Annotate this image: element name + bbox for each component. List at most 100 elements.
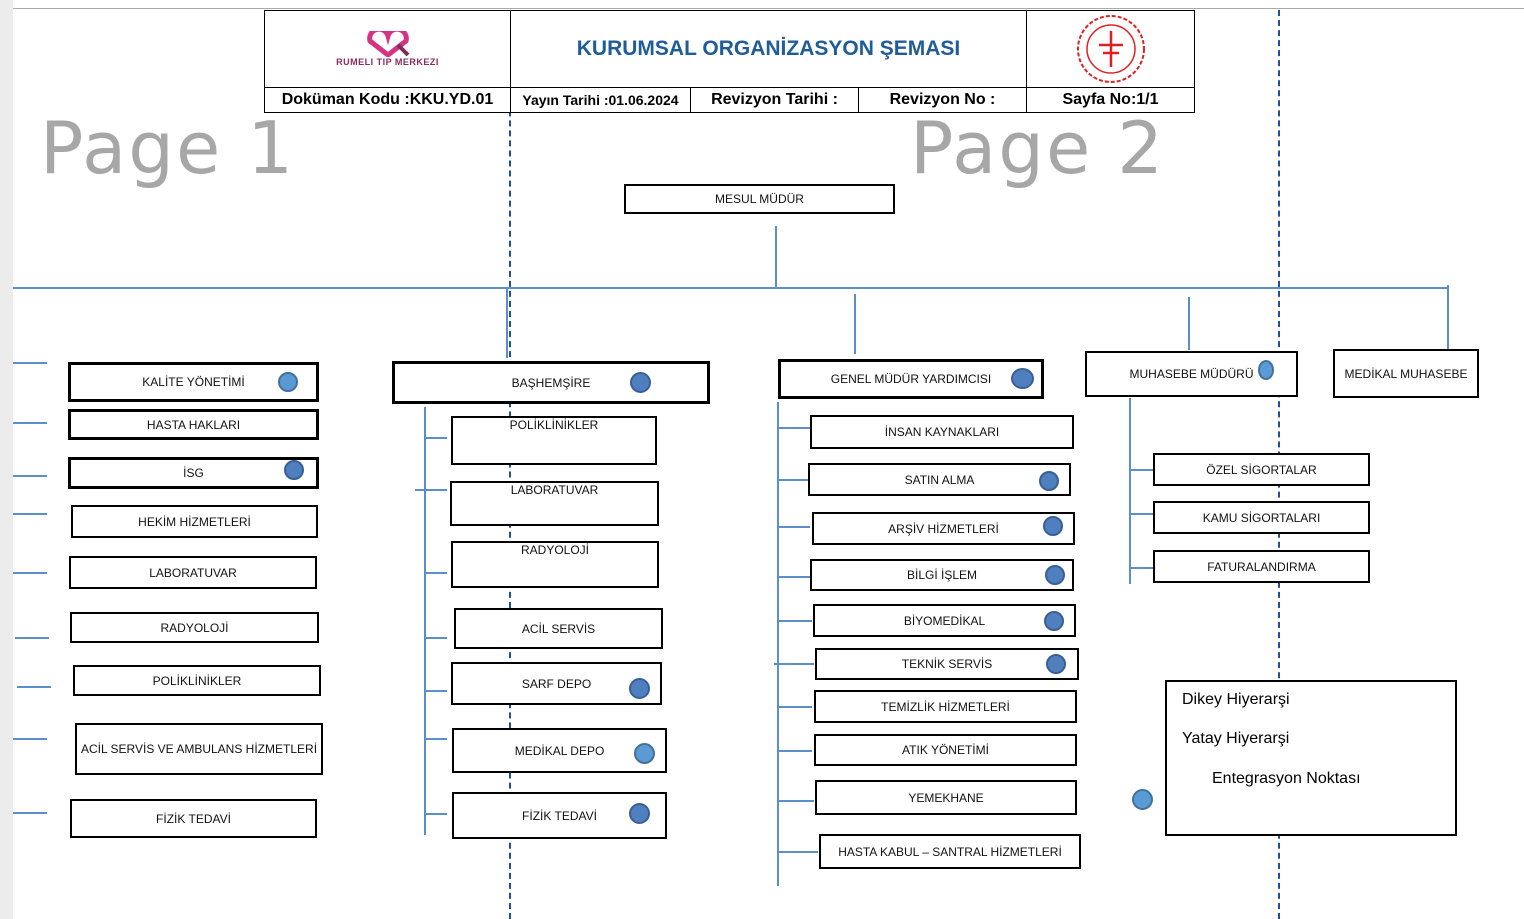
- connector: [17, 686, 51, 688]
- integration-point-icon: [278, 372, 298, 392]
- connector: [425, 637, 447, 639]
- box-teknik-servis: TEKNİK SERVİS: [815, 648, 1079, 680]
- connector: [425, 572, 447, 574]
- box-acil-servis: ACİL SERVİS: [454, 608, 663, 649]
- integration-point-icon: [629, 803, 650, 824]
- doc-code: Doküman Kodu :KKU.YD.01: [264, 87, 511, 113]
- box-hasta-haklari: HASTA HAKLARI: [68, 409, 319, 440]
- integration-point-icon: [630, 372, 651, 393]
- integration-point-icon: [634, 743, 655, 764]
- connector: [778, 620, 812, 622]
- legend-vertical-hierarchy: Dikey Hiyerarşi: [1182, 691, 1290, 708]
- connector: [13, 422, 47, 424]
- seal-cell: [1026, 10, 1195, 88]
- connector: [778, 800, 814, 802]
- connector: [415, 489, 447, 491]
- legend-integration-point-icon: [1132, 789, 1153, 810]
- connector: [13, 738, 47, 740]
- box-poliklinikler: POLİKLİNİKLER: [451, 416, 657, 465]
- box-atik-yonetimi: ATIK YÖNETİMİ: [814, 734, 1077, 766]
- box-satin-alma: SATIN ALMA: [808, 463, 1071, 496]
- revision-date: Revizyon Tarihi :: [690, 87, 859, 113]
- connector: [1188, 297, 1190, 350]
- box-medikal-muhasebe: MEDİKAL MUHASEBE: [1333, 349, 1479, 398]
- connector: [1130, 513, 1153, 515]
- integration-point-icon: [1258, 360, 1274, 380]
- page-title: KURUMSAL ORGANİZASYON ŞEMASI: [510, 10, 1027, 88]
- legend: Dikey Hiyerarşi Yatay Hiyerarşi Entegras…: [1165, 680, 1457, 836]
- integration-point-icon: [1011, 368, 1034, 389]
- integration-point-icon: [1043, 516, 1063, 536]
- connector: [775, 226, 777, 289]
- box-medikal-depo: MEDİKAL DEPO: [452, 728, 667, 773]
- watermark-page-2: Page 2: [910, 106, 1165, 190]
- connector: [774, 663, 814, 665]
- connector: [778, 750, 812, 752]
- box-radyoloji: RADYOLOJİ: [70, 612, 319, 643]
- connector: [778, 851, 818, 853]
- connector: [1447, 285, 1449, 350]
- integration-point-icon: [284, 460, 304, 480]
- integration-point-icon: [1046, 654, 1066, 674]
- connector: [777, 402, 779, 886]
- connector: [425, 437, 447, 439]
- box-faturalandirma: FATURALANDIRMA: [1153, 550, 1370, 583]
- connector: [13, 572, 47, 574]
- page-top-edge: [13, 8, 1524, 9]
- connector: [425, 690, 447, 692]
- connector: [1129, 398, 1131, 584]
- logo-text: RUMELI TIP MERKEZI: [336, 57, 439, 67]
- connector: [778, 526, 810, 528]
- box-temizlik-hizmetleri: TEMİZLİK HİZMETLERİ: [814, 690, 1077, 723]
- box-hasta-kabul-santral: HASTA KABUL – SANTRAL HİZMETLERİ: [819, 834, 1081, 869]
- box-bilgi-islem: BİLGİ İŞLEM: [810, 559, 1074, 591]
- ministry-seal-icon: [1076, 15, 1145, 83]
- box-acil-servis-ambulans: ACİL SERVİS VE AMBULANS HİZMETLERİ: [75, 723, 323, 775]
- connector: [778, 427, 810, 429]
- box-laboratuvar: LABORATUVAR: [69, 556, 317, 589]
- connector: [13, 475, 47, 477]
- connector: [424, 407, 426, 835]
- box-arsiv-hizmetleri: ARŞİV HİZMETLERİ: [812, 512, 1075, 545]
- connector: [1130, 567, 1153, 569]
- main-horizontal-connector: [13, 287, 1449, 289]
- connector: [15, 637, 49, 639]
- box-poliklinikler: POLİKLİNİKLER: [73, 665, 321, 696]
- box-isg: İSG: [68, 457, 319, 489]
- connector: [425, 813, 447, 815]
- box-hekim-hizmetleri: HEKİM HİZMETLERİ: [71, 505, 318, 538]
- connector: [778, 576, 810, 578]
- box-mesul-mudur: MESUL MÜDÜR: [624, 184, 895, 214]
- revision-no: Revizyon No :: [858, 87, 1027, 113]
- box-kalite-yonetimi: KALİTE YÖNETİMİ: [68, 362, 319, 402]
- integration-point-icon: [1044, 611, 1064, 631]
- logo-cell: RUMELI TIP MERKEZI: [264, 10, 511, 88]
- publish-date: Yayın Tarihi :01.06.2024: [510, 87, 691, 113]
- heart-logo-icon: [366, 31, 409, 57]
- box-radyoloji: RADYOLOJİ: [451, 541, 659, 588]
- connector: [13, 362, 47, 364]
- connector: [854, 294, 856, 354]
- connector: [425, 738, 447, 740]
- box-genel-mudur-yardimcisi: GENEL MÜDÜR YARDIMCISI: [778, 359, 1044, 399]
- left-margin: [0, 0, 13, 919]
- box-bashemsire: BAŞHEMŞİRE: [392, 361, 710, 404]
- box-sarf-depo: SARF DEPO: [451, 662, 662, 705]
- box-fizik-tedavi: FİZİK TEDAVİ: [452, 792, 667, 839]
- integration-point-icon: [1045, 565, 1065, 585]
- connector: [1130, 469, 1153, 471]
- page-number: Sayfa No:1/1: [1026, 87, 1195, 113]
- connector: [778, 706, 812, 708]
- legend-integration-point: Entegrasyon Noktası: [1212, 770, 1361, 787]
- box-fizik-tedavi: FİZİK TEDAVİ: [70, 799, 317, 838]
- connector: [506, 288, 508, 358]
- connector: [778, 479, 808, 481]
- box-insan-kaynaklari: İNSAN KAYNAKLARI: [810, 415, 1074, 449]
- integration-point-icon: [629, 678, 650, 699]
- legend-horizontal-hierarchy: Yatay Hiyerarşi: [1182, 730, 1290, 747]
- box-biyomedikal: BİYOMEDİKAL: [813, 604, 1076, 637]
- connector: [13, 513, 47, 515]
- box-laboratuvar: LABORATUVAR: [450, 481, 659, 526]
- integration-point-icon: [1039, 471, 1059, 491]
- box-ozel-sigortalar: ÖZEL SİGORTALAR: [1153, 453, 1370, 486]
